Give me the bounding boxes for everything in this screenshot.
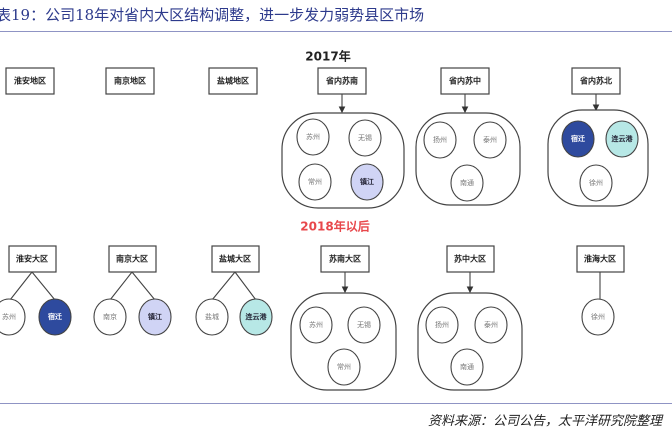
svg-text:宿迁: 宿迁	[48, 312, 62, 321]
svg-text:苏州: 苏州	[2, 312, 16, 321]
svg-text:南通: 南通	[460, 362, 474, 371]
svg-text:徐州: 徐州	[589, 178, 603, 187]
city-node: 无锡	[347, 306, 381, 344]
city-node: 盐城	[195, 298, 229, 336]
figure-title: 表19：公司18年对省内大区结构调整，进一步发力弱势县区市场	[0, 6, 425, 24]
city-node-highlight: 连云港	[605, 120, 639, 158]
svg-text:盐城大区: 盐城大区	[219, 254, 251, 264]
city-node: 苏州	[296, 118, 330, 156]
svg-text:南京大区: 南京大区	[116, 254, 148, 264]
source-note: 资料来源：公司公告，太平洋研究院整理	[427, 414, 662, 429]
svg-text:连云港: 连云港	[612, 134, 634, 143]
svg-text:南京地区: 南京地区	[114, 76, 146, 86]
city-node-highlight: 镇江	[350, 163, 384, 201]
svg-text:宿迁: 宿迁	[571, 134, 585, 143]
city-node: 徐州	[579, 164, 613, 202]
box-2018: 淮海大区	[576, 245, 625, 273]
svg-text:苏南大区: 苏南大区	[329, 254, 361, 264]
svg-text:淮安大区: 淮安大区	[16, 254, 48, 264]
city-node-highlight: 镇江	[138, 298, 172, 336]
connector	[211, 271, 257, 301]
svg-text:淮海大区: 淮海大区	[584, 254, 616, 264]
city-node-highlight: 宿迁	[561, 120, 595, 158]
svg-text:南通: 南通	[460, 178, 474, 187]
city-node: 常州	[298, 163, 332, 201]
svg-text:盐城: 盐城	[205, 312, 219, 321]
city-node: 泰州	[474, 306, 508, 344]
svg-text:淮安地区: 淮安地区	[14, 76, 46, 86]
svg-text:连云港: 连云港	[246, 312, 268, 321]
svg-text:省内苏北: 省内苏北	[579, 76, 612, 86]
svg-text:镇江: 镇江	[148, 312, 162, 321]
svg-text:盐城地区: 盐城地区	[217, 76, 249, 86]
svg-text:泰州: 泰州	[483, 135, 497, 144]
box-2017: 省内苏中	[440, 67, 490, 95]
svg-text:无锡: 无锡	[357, 320, 371, 329]
city-node: 苏州	[0, 298, 26, 336]
box-2018: 盐城大区	[211, 245, 260, 273]
svg-text:常州: 常州	[337, 362, 351, 371]
svg-text:常州: 常州	[308, 177, 322, 186]
year-2017-label: 2017年	[305, 49, 350, 64]
city-node-highlight: 连云港	[239, 298, 273, 336]
svg-text:泰州: 泰州	[484, 320, 498, 329]
city-node: 南通	[450, 164, 484, 202]
city-node: 扬州	[423, 121, 457, 159]
city-node: 扬州	[425, 306, 459, 344]
box-2018: 南京大区	[108, 245, 157, 273]
city-node: 南京	[93, 298, 127, 336]
box-2017: 淮安地区	[5, 67, 55, 95]
city-node: 徐州	[581, 298, 615, 336]
box-2017: 盐城地区	[208, 67, 258, 95]
svg-text:无锡: 无锡	[358, 133, 372, 142]
box-2018: 苏中大区	[446, 245, 495, 273]
footer-divider	[0, 403, 672, 404]
title-divider	[0, 31, 672, 32]
svg-text:苏州: 苏州	[309, 320, 323, 329]
box-2018: 苏南大区	[320, 245, 370, 273]
city-node: 南通	[450, 348, 484, 386]
city-node: 无锡	[348, 119, 382, 157]
svg-text:扬州: 扬州	[433, 135, 447, 144]
svg-text:苏中大区: 苏中大区	[454, 254, 486, 264]
svg-text:南京: 南京	[103, 312, 117, 321]
svg-text:省内苏中: 省内苏中	[448, 76, 481, 86]
box-2017: 南京地区	[105, 67, 155, 95]
svg-text:镇江: 镇江	[360, 177, 374, 186]
city-node: 泰州	[473, 121, 507, 159]
box-2017: 省内苏南	[317, 67, 367, 95]
box-2017: 省内苏北	[571, 67, 621, 95]
box-2018: 淮安大区	[8, 245, 57, 273]
connector	[109, 271, 156, 301]
city-node-highlight: 宿迁	[38, 298, 72, 336]
connector	[9, 271, 56, 301]
city-node: 苏州	[299, 306, 333, 344]
svg-text:扬州: 扬州	[435, 320, 449, 329]
svg-text:省内苏南: 省内苏南	[325, 76, 358, 86]
svg-text:徐州: 徐州	[591, 312, 605, 321]
year-2018-label: 2018年以后	[300, 219, 369, 234]
svg-text:苏州: 苏州	[306, 132, 320, 141]
city-node: 常州	[327, 348, 361, 386]
